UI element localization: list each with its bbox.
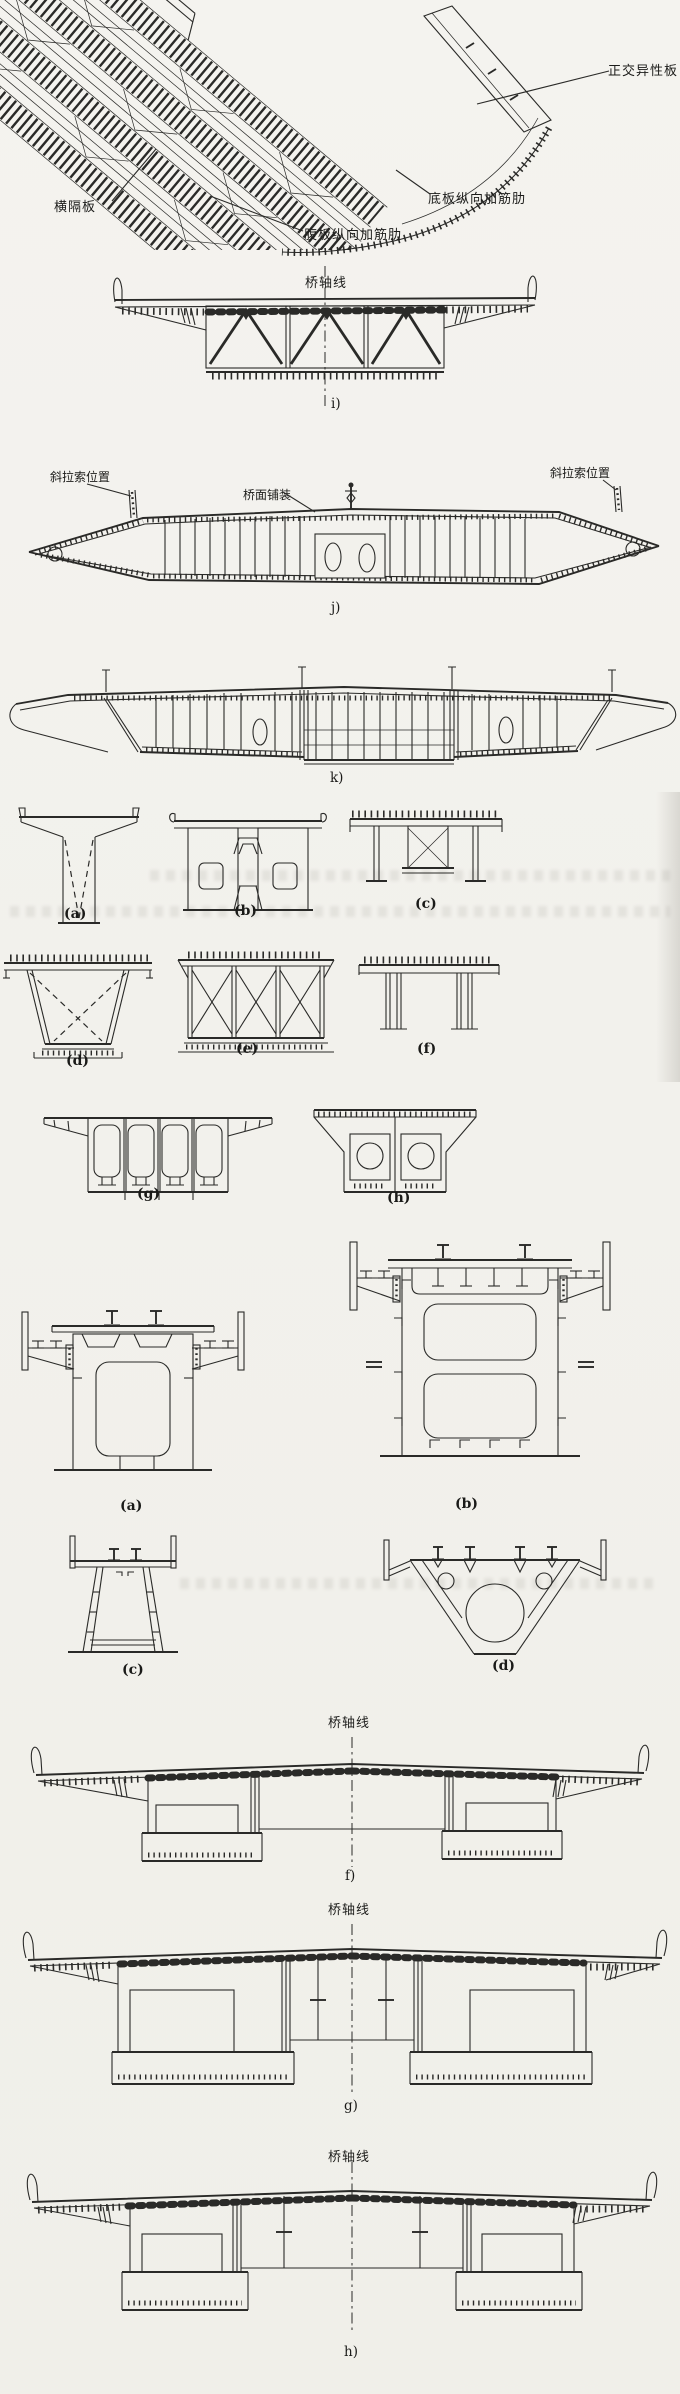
print-bleed-artifact — [180, 1578, 660, 1589]
section-j-drawing — [28, 479, 660, 585]
section-b-drawing — [169, 812, 327, 911]
section-d-drawing — [3, 954, 153, 1059]
label-pavement: 桥面铺装 — [243, 488, 292, 502]
rail-frame-c-drawing — [68, 1535, 178, 1653]
section-h-small-drawing — [313, 1109, 477, 1193]
label-bottom-rib: 底板纵向加筋肋 — [428, 192, 527, 207]
rail-trough-d-drawing — [383, 1539, 607, 1655]
label-orthotropic-plate: 正交异性板 — [608, 64, 679, 79]
caption-g: g) — [344, 2098, 358, 2114]
axis-label-i: 桥轴线 — [305, 276, 348, 291]
rail-box-b-drawing — [349, 1241, 611, 1457]
section-f-drawing — [30, 1737, 650, 1867]
caption-d: (d) — [66, 1053, 90, 1069]
caption-h-small: (h) — [387, 1190, 411, 1206]
rail-box-a-drawing — [21, 1310, 245, 1471]
caption-rail-d: (d) — [492, 1658, 516, 1674]
caption-rail-a: (a) — [120, 1498, 143, 1514]
caption-i: i) — [331, 396, 341, 412]
scan-smudge — [656, 792, 680, 1082]
caption-f-small: (f) — [417, 1041, 437, 1057]
print-bleed-artifact — [150, 870, 670, 881]
caption-k: k) — [330, 770, 344, 786]
caption-c: (c) — [415, 896, 437, 912]
section-h-drawing — [26, 2162, 658, 2332]
caption-f: f) — [345, 1868, 356, 1884]
label-cable-left: 斜拉索位置 — [50, 470, 111, 484]
caption-e: (e) — [236, 1041, 259, 1057]
label-diaphragm: 横隔板 — [54, 200, 97, 215]
section-e-drawing — [177, 951, 335, 1053]
caption-a: (a) — [64, 906, 87, 922]
section-f-small-drawing — [358, 956, 500, 1030]
figure-orthotropic-deck-3d — [0, 0, 610, 256]
print-bleed-artifact — [10, 906, 670, 917]
caption-h: h) — [344, 2344, 358, 2360]
label-cable-right: 斜拉索位置 — [550, 466, 611, 480]
section-i-drawing — [113, 266, 537, 410]
section-g-drawing — [22, 1924, 668, 2094]
caption-b: (b) — [234, 903, 258, 919]
section-k-drawing — [9, 666, 677, 765]
caption-j: j) — [331, 600, 341, 616]
section-a-drawing — [18, 807, 140, 924]
axis-label-h: 桥轴线 — [328, 2150, 371, 2165]
axis-label-f: 桥轴线 — [328, 1716, 371, 1731]
section-c-drawing — [349, 810, 503, 882]
section-g-small-drawing — [43, 1117, 273, 1200]
caption-g-small: (g) — [137, 1186, 161, 1202]
caption-rail-c: (c) — [122, 1662, 144, 1678]
axis-label-g: 桥轴线 — [328, 1903, 371, 1918]
label-web-rib: 腹板纵向加筋肋 — [304, 228, 403, 243]
caption-rail-b: (b) — [455, 1496, 479, 1512]
